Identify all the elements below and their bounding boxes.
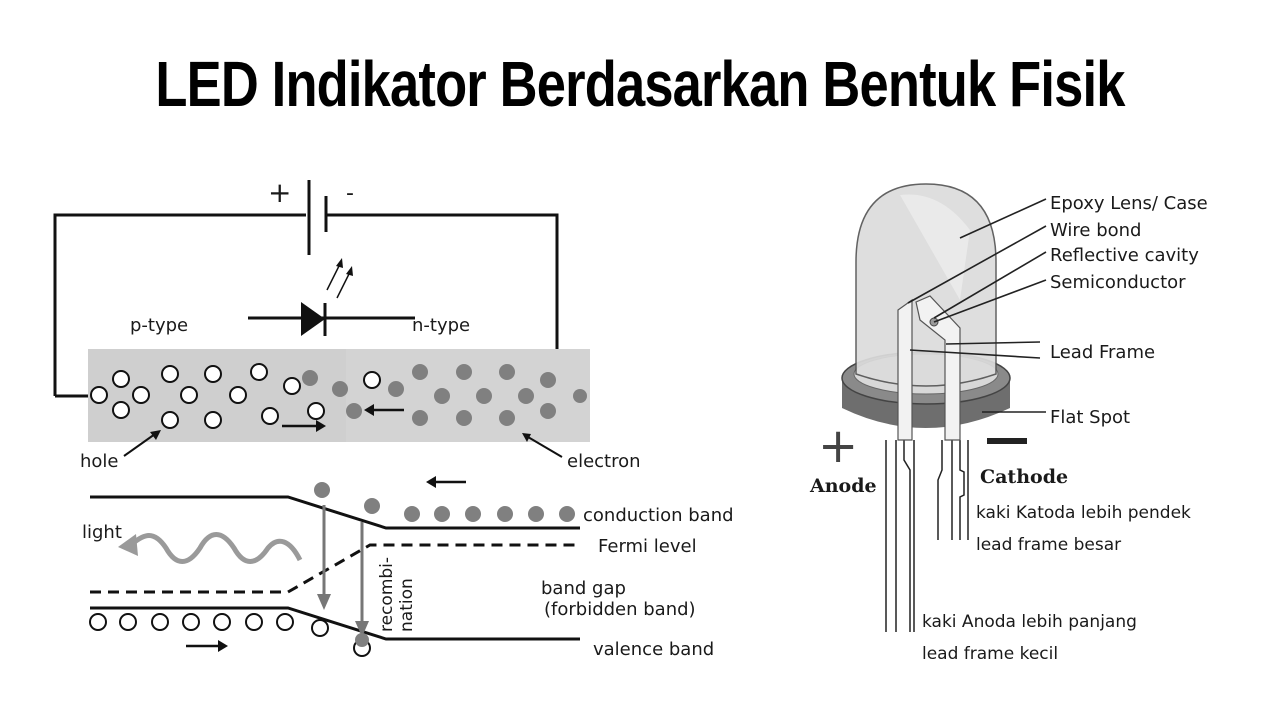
light-label: light — [82, 522, 122, 543]
battery-plus-label: + — [268, 176, 291, 209]
lead-frame-label: Lead Frame — [1050, 342, 1155, 363]
reflective-cavity-label: Reflective cavity — [1050, 245, 1199, 266]
flat-spot-label: Flat Spot — [1050, 407, 1130, 428]
led-diode-symbol-icon — [248, 258, 415, 336]
cathode-note-2: lead frame besar — [976, 535, 1121, 555]
hole-label: hole — [80, 451, 119, 472]
pn-junction-diagram: + - p-type n-type — [53, 176, 734, 660]
battery-icon — [307, 180, 328, 255]
band-gap-label: band gap — [541, 578, 626, 599]
cathode-label: Cathode — [980, 466, 1068, 488]
holes — [90, 363, 381, 429]
anode-note-1: kaki Anoda lebih panjang — [922, 612, 1137, 632]
forbidden-band-label: (forbidden band) — [544, 599, 696, 620]
led-anatomy-diagram: + Anode Cathode Epoxy Lens/ Case Wire bo… — [809, 183, 1208, 664]
conduction-band-label: conduction band — [583, 505, 734, 526]
semiconductor-label: Semiconductor — [1050, 272, 1186, 293]
led-leads — [885, 440, 969, 632]
anode-label: Anode — [809, 475, 877, 497]
electrons — [302, 364, 587, 426]
leader-lines — [907, 198, 1047, 413]
fermi-level-label: Fermi level — [598, 536, 697, 557]
epoxy-lens-label: Epoxy Lens/ Case — [1050, 193, 1208, 214]
recombination-label-2: nation — [397, 578, 417, 632]
light-wave-icon — [130, 532, 303, 564]
page-title: LED Indikator Berdasarkan Bentuk Fisik — [155, 48, 1125, 120]
valence-band-label: valence band — [593, 639, 714, 660]
recombination-label-1: recombi- — [377, 557, 397, 632]
n-type-label: n-type — [412, 315, 470, 336]
p-type-label: p-type — [130, 315, 188, 336]
wire-bond-label: Wire bond — [1050, 220, 1141, 241]
anode-note-2: lead frame kecil — [922, 644, 1058, 664]
anode-plus-icon: + — [818, 418, 858, 474]
cathode-note-1: kaki Katoda lebih pendek — [976, 503, 1191, 523]
battery-minus-label: - — [346, 181, 354, 206]
band-diagram — [89, 476, 580, 657]
electron-label: electron — [567, 451, 641, 472]
cathode-minus-icon — [987, 438, 1027, 444]
